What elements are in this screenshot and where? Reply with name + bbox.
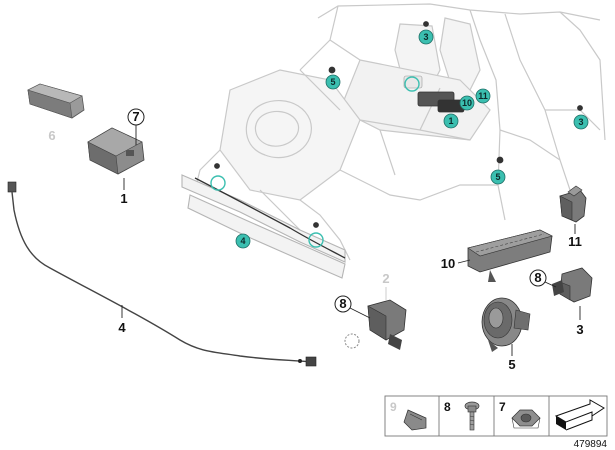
callout-8b-circle	[529, 269, 547, 287]
part-4-cable	[7, 181, 317, 367]
panel-label-8: 8	[444, 400, 451, 414]
part-2-sensor	[367, 299, 407, 350]
part-6-module	[27, 83, 85, 119]
svg-text:10: 10	[462, 98, 472, 108]
marker-blank-front-left	[210, 175, 226, 191]
in-car-sensor-front-right	[313, 222, 319, 228]
in-car-sensor-5b	[496, 156, 504, 164]
callout-blank-circle	[344, 333, 360, 349]
in-car-sensor-3b	[577, 105, 583, 111]
document-id: 479894	[574, 439, 608, 450]
callout-2: 2	[382, 271, 389, 286]
bolt-icon	[464, 401, 480, 431]
clip-icon	[403, 409, 427, 431]
svg-text:4: 4	[240, 236, 245, 246]
marker-3a: 3	[418, 29, 434, 45]
marker-1: 1	[443, 113, 459, 129]
in-car-parts	[214, 21, 583, 228]
bumper-carrier	[181, 174, 346, 279]
bumper-cable	[194, 177, 346, 259]
forward-direction-arrow-icon	[554, 399, 605, 431]
part-1-control-unit	[87, 127, 145, 175]
svg-text:5: 5	[330, 77, 335, 87]
callout-1: 1	[120, 191, 127, 206]
svg-text:1: 1	[448, 116, 453, 126]
callout-11: 11	[568, 234, 582, 249]
marker-3b: 3	[573, 114, 589, 130]
svg-text:11: 11	[478, 91, 488, 101]
car-body-frame	[194, 3, 606, 261]
callout-4: 4	[118, 320, 126, 335]
part-11-bracket	[559, 185, 587, 223]
marker-blank-center	[404, 76, 420, 92]
marker-5a: 5	[325, 74, 341, 90]
nut-icon	[511, 409, 541, 429]
part-10-module	[467, 229, 553, 282]
marker-5b: 5	[490, 169, 506, 185]
svg-text:3: 3	[423, 32, 428, 42]
svg-text:3: 3	[578, 117, 583, 127]
callout-8a: 8	[339, 296, 346, 311]
callout-8b: 8	[534, 270, 541, 285]
panel-label-7: 7	[499, 400, 506, 414]
marker-blank-front-right	[308, 232, 324, 248]
svg-text:5: 5	[495, 172, 500, 182]
in-car-sensor-5a	[328, 66, 336, 74]
callout-5: 5	[508, 357, 515, 372]
small-parts-panel: 9 8 7	[384, 395, 608, 437]
part-3-sensor	[552, 267, 593, 303]
marker-10: 10	[459, 95, 475, 111]
part-5-round-sensor	[481, 297, 531, 352]
in-car-sensor-front-left	[214, 163, 220, 169]
panel-label-9: 9	[390, 400, 397, 414]
callout-6: 6	[48, 128, 55, 143]
callout-8a-circle	[334, 295, 352, 313]
callout-3: 3	[576, 322, 583, 337]
marker-4: 4	[235, 233, 251, 249]
callout-7: 7	[132, 109, 139, 124]
callout-10: 10	[441, 256, 455, 271]
in-car-sensor-3a	[423, 21, 429, 27]
marker-11: 11	[475, 88, 491, 104]
